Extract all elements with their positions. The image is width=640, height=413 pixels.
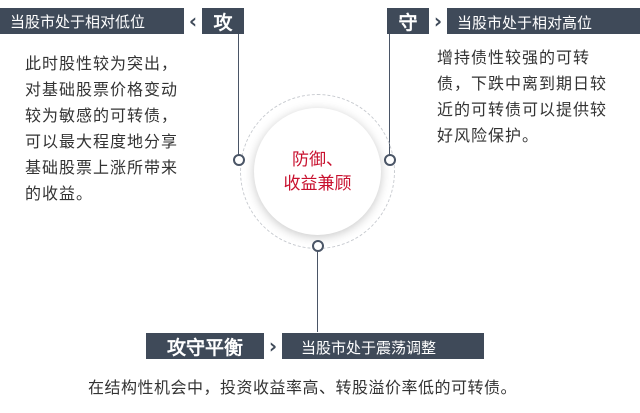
- bottom-chevron-icon: ›: [264, 333, 282, 359]
- center-line: 防御、: [292, 149, 343, 170]
- bottom-tag: 攻守平衡: [146, 333, 264, 359]
- center-line: 收益兼顾: [283, 173, 352, 194]
- right-line: 增持债性较强的可转: [437, 48, 591, 67]
- left-tag: 攻: [202, 8, 244, 34]
- right-header-text: 当股市处于相对高位: [457, 14, 593, 32]
- bottom-header-text: 当股市处于震荡调整: [301, 339, 437, 357]
- right-dot-marker: [384, 154, 396, 166]
- bottom-connector-line: [317, 250, 318, 332]
- left-paragraph: 此时股性较为突出， 对基础股票价格变动 较为敏感的可转债， 可以最大程度地分享 …: [25, 51, 225, 207]
- bottom-header-bar: 攻守平衡 › 当股市处于震荡调整: [146, 333, 484, 359]
- left-dot-marker: [233, 154, 245, 166]
- bottom-paragraph: 在结构性机会中，投资收益率高、转股溢价率低的可转债。: [88, 378, 518, 397]
- left-line: 对基础股票价格变动: [25, 80, 179, 99]
- right-line: 好风险保护。: [437, 126, 540, 145]
- left-header-text: 当股市处于相对低位: [10, 12, 146, 31]
- right-chevron-icon: ›: [429, 8, 447, 34]
- left-line: 基础股票上涨所带来: [25, 158, 179, 177]
- left-line: 可以最大程度地分享: [25, 132, 179, 151]
- right-paragraph: 增持债性较强的可转 债，下跌中离到期日较 近的可转债可以提供较 好风险保护。: [437, 45, 637, 149]
- right-line: 近的可转债可以提供较: [437, 100, 608, 119]
- left-header-bar: 当股市处于相对低位 ‹ 攻: [0, 8, 244, 34]
- left-line: 较为敏感的可转债，: [25, 106, 179, 125]
- left-line: 的收益。: [25, 184, 94, 203]
- right-header-bar: 守 › 当股市处于相对高位: [387, 8, 640, 34]
- left-chevron-icon: ‹: [184, 8, 202, 34]
- left-line: 此时股性较为突出，: [25, 54, 179, 73]
- left-connector-line: [238, 34, 239, 155]
- center-circle: 防御、 收益兼顾: [254, 108, 381, 235]
- right-tag: 守: [387, 8, 429, 34]
- right-connector-line: [389, 34, 390, 155]
- bottom-dot-marker: [312, 240, 324, 252]
- right-line: 债，下跌中离到期日较: [437, 74, 608, 93]
